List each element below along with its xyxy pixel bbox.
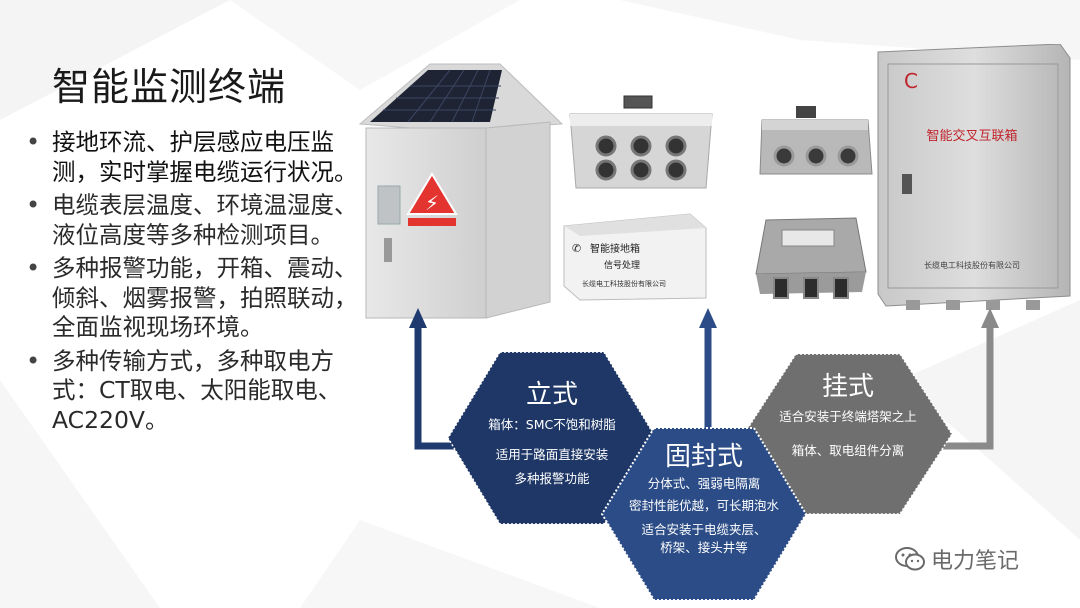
watermark: 电力笔记 bbox=[895, 543, 1019, 575]
hex-standing bbox=[447, 351, 657, 525]
hex-sealed bbox=[600, 427, 808, 601]
hex-standing-line: 多种报警功能 bbox=[514, 471, 590, 486]
hex-standing-title: 立式 bbox=[525, 380, 578, 410]
hex-standing-text: 立式 箱体：SMC不饱和树脂 适用于路面直接安装 多种报警功能 bbox=[470, 374, 634, 491]
hex-sealed-line: 密封性能优越，可长期泡水 bbox=[628, 498, 779, 513]
hex-standing-line: 箱体：SMC不饱和树脂 bbox=[488, 417, 616, 432]
feature-list: 接地环流、护层感应电压监测，实时掌握电缆运行状况。 电缆表层温度、环境温湿度、液… bbox=[24, 128, 364, 439]
standing-cabinet-image: ⚡ bbox=[358, 63, 564, 319]
list-item: 多种传输方式，多种取电方式：CT取电、太阳能取电、AC220V。 bbox=[24, 347, 364, 436]
hex-hanging-title: 挂式 bbox=[821, 372, 874, 402]
watermark-text: 电力笔记 bbox=[931, 549, 1020, 574]
list-item: 接地环流、护层感应电压监测，实时掌握电缆运行状况。 bbox=[24, 128, 364, 187]
box-label-line3: 长缆电工科技股份有限公司 bbox=[582, 279, 666, 288]
hex-sealed-line: 分体式、强弱电隔离 bbox=[647, 476, 761, 491]
arrow-hanging bbox=[940, 324, 994, 450]
cabinet-company: 长缆电工科技股份有限公司 bbox=[924, 260, 1020, 270]
svg-text:⚡: ⚡ bbox=[425, 191, 439, 215]
hex-sealed-title: 固封式 bbox=[664, 442, 743, 472]
six-port-box-image bbox=[569, 95, 713, 189]
wechat-icon bbox=[895, 547, 925, 571]
hex-hanging-line: 箱体、取电组件分离 bbox=[791, 443, 905, 458]
cabinet-title: 智能交叉互联箱 bbox=[926, 128, 1017, 144]
hex-hanging-line: 适合安装于终端塔架之上 bbox=[779, 409, 917, 424]
list-item: 多种报警功能，开箱、震动、倾斜、烟雾报警，拍照联动，全面监视现场环境。 bbox=[24, 254, 364, 343]
cross-bonding-cabinet-image: C 智能交叉互联箱 长缆电工科技股份有限公司 bbox=[877, 44, 1071, 310]
box-label-line2: 信号处理 bbox=[604, 259, 640, 271]
box-label-line1: 智能接地箱 bbox=[590, 242, 640, 255]
grounding-box-image: ✆ 智能接地箱 信号处理 长缆电工科技股份有限公司 bbox=[563, 213, 707, 301]
arrow-hanging-head bbox=[981, 308, 999, 328]
hex-sealed-line: 桥架、接头井等 bbox=[660, 540, 748, 555]
box-logo-icon: ✆ bbox=[572, 242, 581, 255]
sealed-box-image bbox=[755, 217, 867, 299]
brand-logo-icon: C bbox=[904, 69, 918, 93]
page-title: 智能监测终端 bbox=[52, 65, 287, 109]
arrow-standing-head bbox=[409, 308, 427, 328]
list-item: 电缆表层温度、环境温湿度、液位高度等多种检测项目。 bbox=[24, 191, 364, 250]
hex-sealed-line: 适合安装于电缆夹层、 bbox=[641, 522, 767, 537]
stainless-box-image bbox=[759, 106, 873, 175]
hex-hanging-text: 挂式 适合安装于终端塔架之上 箱体、取电组件分离 bbox=[768, 366, 928, 463]
hex-hanging bbox=[743, 353, 953, 515]
hex-sealed-text: 固封式 分体式、强弱电隔离 密封性能优越，可长期泡水 适合安装于电缆夹层、 桥架… bbox=[618, 436, 790, 557]
hex-standing-line: 适用于路面直接安装 bbox=[495, 447, 609, 462]
arrow-sealed-head bbox=[699, 308, 717, 328]
